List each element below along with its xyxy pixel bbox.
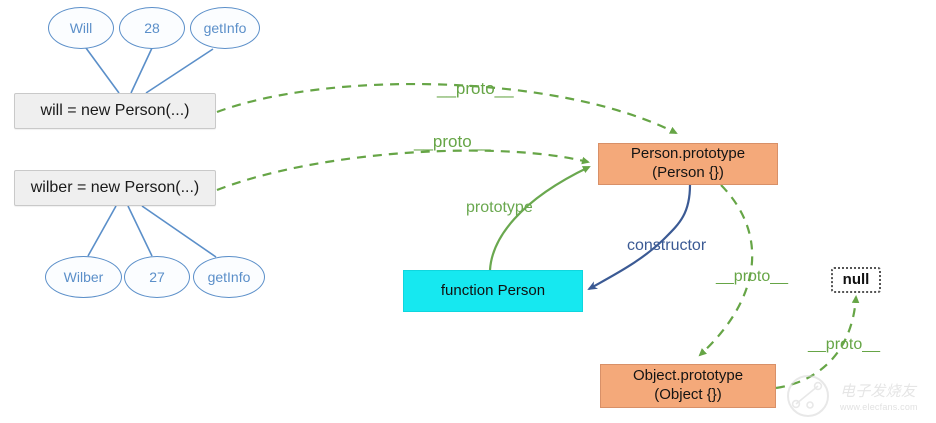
edge-label-prototype: prototype	[466, 199, 533, 216]
wilber-property-getinfo: getInfo	[193, 256, 265, 298]
node-object-prototype: Object.prototype (Object {})	[600, 364, 776, 408]
wilber-property-age: 27	[124, 256, 190, 298]
node-label-line2: (Object {})	[654, 386, 722, 403]
edge-label-person-proto-to-object-proto: __proto__	[716, 268, 789, 285]
ellipse-label: Will	[69, 20, 93, 36]
edge-prototype	[488, 166, 591, 271]
ellipse-label: getInfo	[203, 20, 247, 36]
ellipse-label: 28	[144, 20, 160, 36]
wilber-property-connectors	[87, 205, 217, 258]
node-label-line1: Object.prototype	[632, 367, 744, 385]
ellipse-label: Wilber	[63, 269, 104, 285]
edge-label-constructor: constructor	[627, 237, 707, 254]
edge-person-proto-to-object-proto	[698, 184, 754, 357]
edge-constructor	[587, 184, 692, 290]
ellipse-label: getInfo	[207, 269, 251, 285]
wilber-property-name: Wilber	[45, 256, 122, 298]
node-function-person: function Person	[403, 270, 583, 312]
node-label-line1: Person.prototype	[630, 145, 746, 163]
ellipse-label: 27	[149, 269, 165, 285]
edge-label-object-proto-to-null: __proto__	[808, 336, 881, 353]
edge-label-wilber-proto: __proto__	[414, 132, 491, 151]
node-label: will = new Person(...)	[40, 102, 190, 119]
node-null: null	[831, 267, 881, 293]
will-property-age: 28	[119, 7, 185, 49]
edge-wilber-proto	[216, 149, 590, 192]
edge-will-proto	[216, 82, 678, 134]
edge-label-will-proto: __proto__	[437, 79, 514, 98]
will-property-getinfo: getInfo	[190, 7, 260, 49]
node-label: wilber = new Person(...)	[30, 179, 200, 196]
node-wilber-instance: wilber = new Person(...)	[14, 170, 216, 206]
node-label: null	[842, 270, 870, 288]
node-will-instance: will = new Person(...)	[14, 93, 216, 129]
node-label: function Person	[440, 281, 546, 299]
will-property-name: Will	[48, 7, 114, 49]
edge-object-proto-to-null	[775, 295, 860, 390]
will-property-connectors	[85, 47, 214, 94]
node-label-line2: (Person {})	[652, 164, 724, 181]
node-person-prototype: Person.prototype (Person {})	[598, 143, 778, 185]
